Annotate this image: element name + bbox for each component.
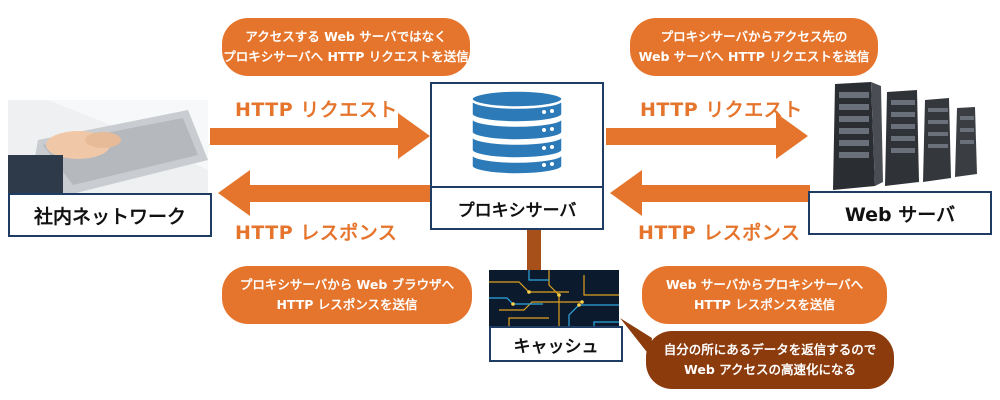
- web-server-label: Web サーバ: [808, 191, 992, 235]
- arrow-left-request: [210, 113, 430, 159]
- bubble-cache-note: 自分の所にあるデータを返信するので Web アクセスの高速化になる: [646, 331, 894, 389]
- arrow-right-request: [606, 113, 808, 159]
- bubble-bottom-right-line2: HTTP レスポンスを送信: [693, 297, 836, 312]
- arrow-right-response: [610, 170, 810, 216]
- left-request-label: HTTP リクエスト: [235, 99, 398, 121]
- bubble-bottom-right-line1: Web サーバからプロキシサーバへ: [665, 277, 864, 292]
- proxy-server-box: [430, 82, 604, 190]
- right-response-label: HTTP レスポンス: [638, 222, 801, 244]
- internal-network-label: 社内ネットワーク: [8, 193, 212, 237]
- bubble-top-left-line2: プロキシサーバへ HTTP リクエストを送信: [223, 49, 469, 64]
- bubble-bottom-right: Web サーバからプロキシサーバへ HTTP レスポンスを送信: [642, 266, 887, 324]
- cache-note-pointer: [620, 318, 652, 356]
- bubble-top-left-line1: アクセスする Web サーバではなく: [245, 29, 447, 44]
- left-response-label: HTTP レスポンス: [235, 222, 398, 244]
- bubble-cache-note-line2: Web アクセスの高速化になる: [684, 362, 856, 377]
- proxy-server-label: プロキシサーバ: [430, 186, 604, 230]
- bubble-top-right-line1: プロキシサーバからアクセス先の: [660, 29, 848, 44]
- cache-label: キャッシュ: [489, 326, 623, 362]
- database-server-icon: [471, 90, 563, 175]
- bubble-bottom-left-line2: HTTP レスポンスを送信: [276, 297, 418, 312]
- right-request-label: HTTP リクエスト: [640, 99, 803, 121]
- bubble-bottom-left: プロキシサーバから Web ブラウザへ HTTP レスポンスを送信: [222, 266, 472, 324]
- bubble-top-right-line2: Web サーバへ HTTP リクエストを送信: [638, 49, 870, 64]
- laptop-photo-icon: [8, 100, 208, 195]
- circuit-board-icon: [489, 270, 619, 330]
- bubble-top-right: プロキシサーバからアクセス先の Web サーバへ HTTP リクエストを送信: [630, 18, 878, 76]
- arrow-left-response: [218, 170, 430, 216]
- bubble-cache-note-line1: 自分の所にあるデータを返信するので: [663, 342, 877, 357]
- bubble-top-left: アクセスする Web サーバではなく プロキシサーバへ HTTP リクエストを送…: [222, 18, 470, 76]
- connector-proxy-cache: [527, 228, 541, 272]
- server-rack-icon: [815, 82, 985, 190]
- bubble-bottom-left-line1: プロキシサーバから Web ブラウザへ: [239, 277, 455, 292]
